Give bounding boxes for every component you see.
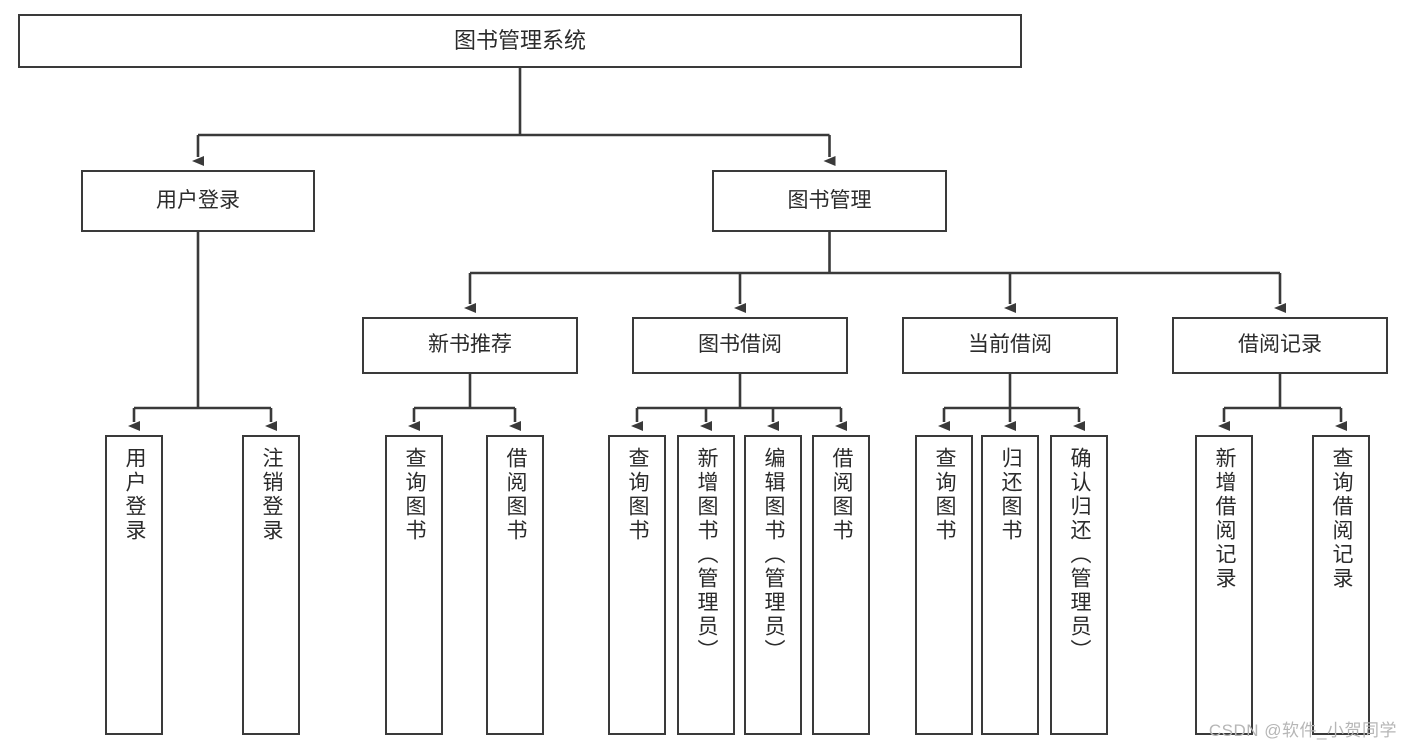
node-leaf-borrow-book-2[interactable]: 借阅图书: [812, 435, 870, 735]
node-label: 查询图书: [403, 447, 427, 543]
node-label: 借阅图书: [830, 447, 854, 543]
node-leaf-return-book[interactable]: 归还图书: [981, 435, 1039, 735]
node-label: 用户登录: [156, 188, 240, 212]
node-leaf-query-book-3[interactable]: 查询图书: [915, 435, 973, 735]
node-label: 当前借阅: [968, 333, 1052, 357]
node-leaf-add-record[interactable]: 新增借阅记录: [1195, 435, 1253, 735]
node-label: 图书管理系统: [453, 28, 586, 54]
node-book-borrow[interactable]: 图书借阅: [632, 317, 848, 374]
node-label: 新书推荐: [428, 333, 512, 357]
node-label: 图书管理: [787, 188, 872, 212]
node-new-book-rec[interactable]: 新书推荐: [362, 317, 578, 374]
node-label: 注销登录: [260, 447, 284, 543]
node-label: 新增借阅记录: [1213, 447, 1237, 591]
node-leaf-user-login[interactable]: 用户登录: [105, 435, 163, 735]
node-label: 用户登录: [123, 447, 147, 543]
node-label: 借阅记录: [1238, 333, 1322, 357]
node-label: 查询图书: [933, 447, 957, 543]
node-current-borrow[interactable]: 当前借阅: [902, 317, 1118, 374]
node-leaf-query-record[interactable]: 查询借阅记录: [1312, 435, 1370, 735]
node-label: 编辑图书（管理员）: [762, 447, 786, 663]
node-leaf-confirm-return[interactable]: 确认归还（管理员）: [1050, 435, 1108, 735]
node-label: 图书借阅: [698, 333, 782, 357]
node-label: 归还图书: [999, 447, 1023, 543]
node-leaf-add-book[interactable]: 新增图书（管理员）: [677, 435, 735, 735]
node-root-system[interactable]: 图书管理系统: [18, 14, 1022, 68]
node-leaf-borrow-book-1[interactable]: 借阅图书: [486, 435, 544, 735]
node-leaf-query-book-1[interactable]: 查询图书: [385, 435, 443, 735]
node-leaf-query-book-2[interactable]: 查询图书: [608, 435, 666, 735]
node-borrow-record[interactable]: 借阅记录: [1172, 317, 1388, 374]
node-label: 查询借阅记录: [1330, 447, 1354, 591]
node-leaf-edit-book[interactable]: 编辑图书（管理员）: [744, 435, 802, 735]
node-leaf-logout[interactable]: 注销登录: [242, 435, 300, 735]
node-label: 确认归还（管理员）: [1068, 447, 1092, 663]
node-label: 查询图书: [626, 447, 650, 543]
node-label: 新增图书（管理员）: [695, 447, 719, 663]
node-label: 借阅图书: [504, 447, 528, 543]
node-user-login[interactable]: 用户登录: [81, 170, 315, 232]
tree-connectors: [128, 68, 1347, 431]
node-book-manage[interactable]: 图书管理: [712, 170, 947, 232]
